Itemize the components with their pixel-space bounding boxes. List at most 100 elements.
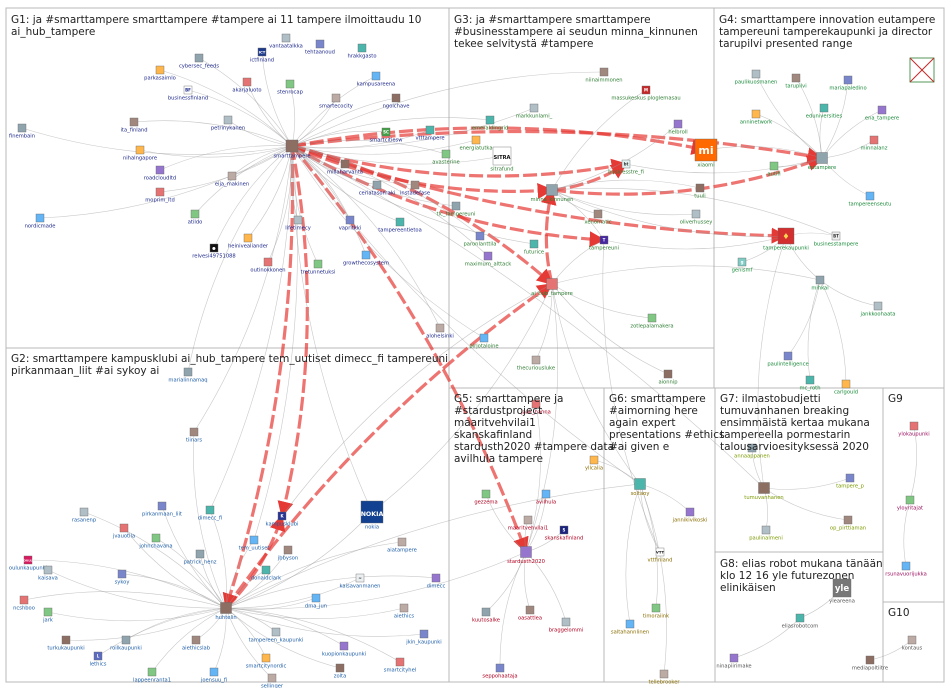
node-carlgould[interactable]: carlgould [834, 379, 858, 396]
node-avatar-op_pirttiaman[interactable] [843, 515, 853, 525]
node-paulikuosmanen[interactable]: paulikuosmanen [735, 69, 778, 86]
node-avatar-johnchavana[interactable] [151, 533, 161, 543]
node-stardusth2020[interactable]: stardusth2020 [507, 546, 545, 566]
node-avatar-eliasrobotcom[interactable] [795, 613, 805, 623]
node-avatar-tampereuni[interactable] [599, 235, 609, 245]
node-mariapaledino[interactable]: mariapaledino [829, 75, 867, 92]
node-avatar-jark[interactable] [43, 607, 53, 617]
node-avatar-millaharvanta[interactable] [340, 159, 350, 169]
node-avatar-kuopionkaupunki[interactable] [339, 641, 349, 651]
node-avatar-aiethics[interactable] [399, 603, 409, 613]
node-pirkanmaan_liit[interactable]: pirkanmaan_liit [142, 501, 182, 518]
node-avatar-tampereentietoa[interactable] [395, 217, 405, 227]
node-millaharvanta[interactable]: millaharvanta [327, 159, 363, 176]
node-avatar-yloyritajat[interactable] [905, 495, 915, 505]
node-avatar-minna_kinnunen[interactable] [546, 184, 558, 196]
node-avatar-tarupilvi[interactable] [791, 73, 801, 83]
node-kampusareena[interactable]: kampusareena [357, 71, 395, 88]
node-yllcalia[interactable]: yllcalia [585, 455, 603, 472]
node-tlc_tampereuni[interactable]: tlc_tampereuni [437, 201, 476, 218]
node-roilkaupunki[interactable]: roilkaupunki [110, 635, 142, 652]
node-kaisavanmanen[interactable]: ≈kaisavanmanen [340, 573, 381, 590]
node-tehtaanoud[interactable]: tehtaanoud [305, 39, 335, 56]
node-avatar-vtttampere[interactable] [425, 125, 435, 135]
node-avatar-mc_roth[interactable] [805, 375, 815, 385]
node-avatar-smartcityhel[interactable] [395, 657, 405, 667]
node-avatar-helbroll[interactable] [673, 119, 683, 129]
node-op_pirttiaman[interactable]: op_pirttiaman [830, 515, 866, 532]
node-avatar-rasanenp[interactable] [79, 507, 89, 517]
node-avatar-tampere_p[interactable] [845, 473, 855, 483]
node-paronlanttila[interactable]: paronlanttila [464, 231, 497, 248]
node-avatar-dimecc_fi[interactable] [205, 505, 215, 515]
node-avatar-tuuli[interactable] [695, 183, 705, 193]
node-avatar-ceriatasomaki[interactable] [372, 180, 382, 190]
node-johnchavana[interactable]: johnchavana [138, 533, 173, 550]
node-avatar-gezzema[interactable] [481, 489, 491, 499]
node-avatar-saltahannlinen[interactable] [625, 619, 635, 629]
node-paulinalmeni[interactable]: paulinalmeni [749, 525, 783, 542]
node-avatar-eduniversities[interactable] [819, 103, 829, 113]
node-tampereen_kaupunki[interactable]: tampereen_kaupunki [249, 627, 304, 644]
node-avatar-ylokaupunki[interactable] [909, 421, 919, 431]
node-avatar-sitrafund[interactable] [492, 146, 512, 166]
node-avatar-ncshboo[interactable] [19, 595, 29, 605]
node-avatar-lifetimecy[interactable] [293, 215, 303, 225]
node-avatar-ngoichave[interactable] [391, 93, 401, 103]
node-avatar-seppohaataja[interactable] [495, 663, 505, 673]
node-avatar-nokia[interactable] [360, 500, 384, 524]
node-outinokkonen[interactable]: outinokkonen [250, 257, 286, 274]
node-avatar-smartcitiesw[interactable] [381, 127, 391, 137]
node-tumuvanhanen[interactable]: tumuvanhanen [744, 482, 784, 502]
node-nordicmade[interactable]: nordicmade [25, 213, 56, 230]
node-avatar-kampusklubi[interactable] [277, 511, 287, 521]
node-anninetwork[interactable]: anninetwork [740, 109, 772, 126]
node-aiethicslab[interactable]: aiethicslab [182, 635, 211, 652]
node-growthecosystem[interactable]: growthecosystem [343, 250, 389, 267]
node-avatar-xiaomi[interactable] [694, 138, 718, 162]
node-avatar-jannikivikoski[interactable] [685, 507, 695, 517]
node-avatar-kaisavanmanen[interactable] [355, 573, 365, 583]
node-mihkai[interactable]: mihkai [811, 275, 829, 292]
node-avatar-lappeenranta1[interactable] [147, 667, 157, 677]
node-avatar-tellebrooker[interactable] [659, 669, 669, 679]
node-aiethics[interactable]: aiethics [394, 603, 414, 620]
node-jkin_kaupunki[interactable]: jkin_kaupunki [405, 629, 442, 646]
node-avatar-joensuu_fi[interactable] [209, 667, 219, 677]
node-avatar-lethics[interactable] [93, 651, 103, 661]
node-lifetimecy[interactable]: lifetimecy [285, 215, 311, 232]
node-avatar-skanskafinland[interactable] [559, 525, 569, 535]
node-avatar-massukeskus[interactable] [641, 85, 651, 95]
node-avatar-atildo[interactable] [190, 209, 200, 219]
node-jaak_hanna[interactable]: jaak_hanna [520, 399, 551, 416]
node-kaisava[interactable]: kaisava [38, 565, 58, 582]
node-ncshboo[interactable]: ncshboo [13, 595, 35, 612]
node-jankkoohaata[interactable]: jankkoohaata [860, 301, 896, 318]
node-oliverhussey[interactable]: oliverhussey [680, 209, 713, 226]
node-avatar-moprim_ltd[interactable] [155, 187, 165, 197]
node-petrinykanen[interactable]: petrinykanen [211, 115, 245, 132]
node-avatar-soitaoy[interactable] [634, 478, 646, 490]
node-avatar-zotlepalamakera[interactable] [647, 313, 657, 323]
node-sykoy[interactable]: sykoy [115, 569, 130, 586]
node-avatar-markkunlami[interactable] [529, 103, 539, 113]
node-avatar-turkukaupunki[interactable] [61, 635, 71, 645]
node-avatar-stardusth2020[interactable] [520, 546, 532, 558]
node-ai_hub_tampere[interactable]: ai_hub_tampere [531, 278, 573, 298]
node-avatar-smartcitynordic[interactable] [261, 653, 271, 663]
node-jvauotila[interactable]: jvauotila [112, 523, 135, 540]
node-avatar-aiethicslab[interactable] [191, 635, 201, 645]
node-avatar-tampereenseutu[interactable] [865, 191, 875, 201]
node-tamperekaupunki[interactable]: ♦tamperekaupunki [763, 227, 809, 252]
node-avatar-roadcloudltd[interactable] [155, 165, 165, 175]
node-avatar-heinivealiander[interactable] [243, 233, 253, 243]
node-joensuu_fi[interactable]: joensuu_fi [200, 667, 227, 684]
node-avatar-aiatampere[interactable] [397, 537, 407, 547]
node-avatar-finembain[interactable] [17, 123, 27, 133]
node-avatar-jkin_kaupunki[interactable] [419, 629, 429, 639]
